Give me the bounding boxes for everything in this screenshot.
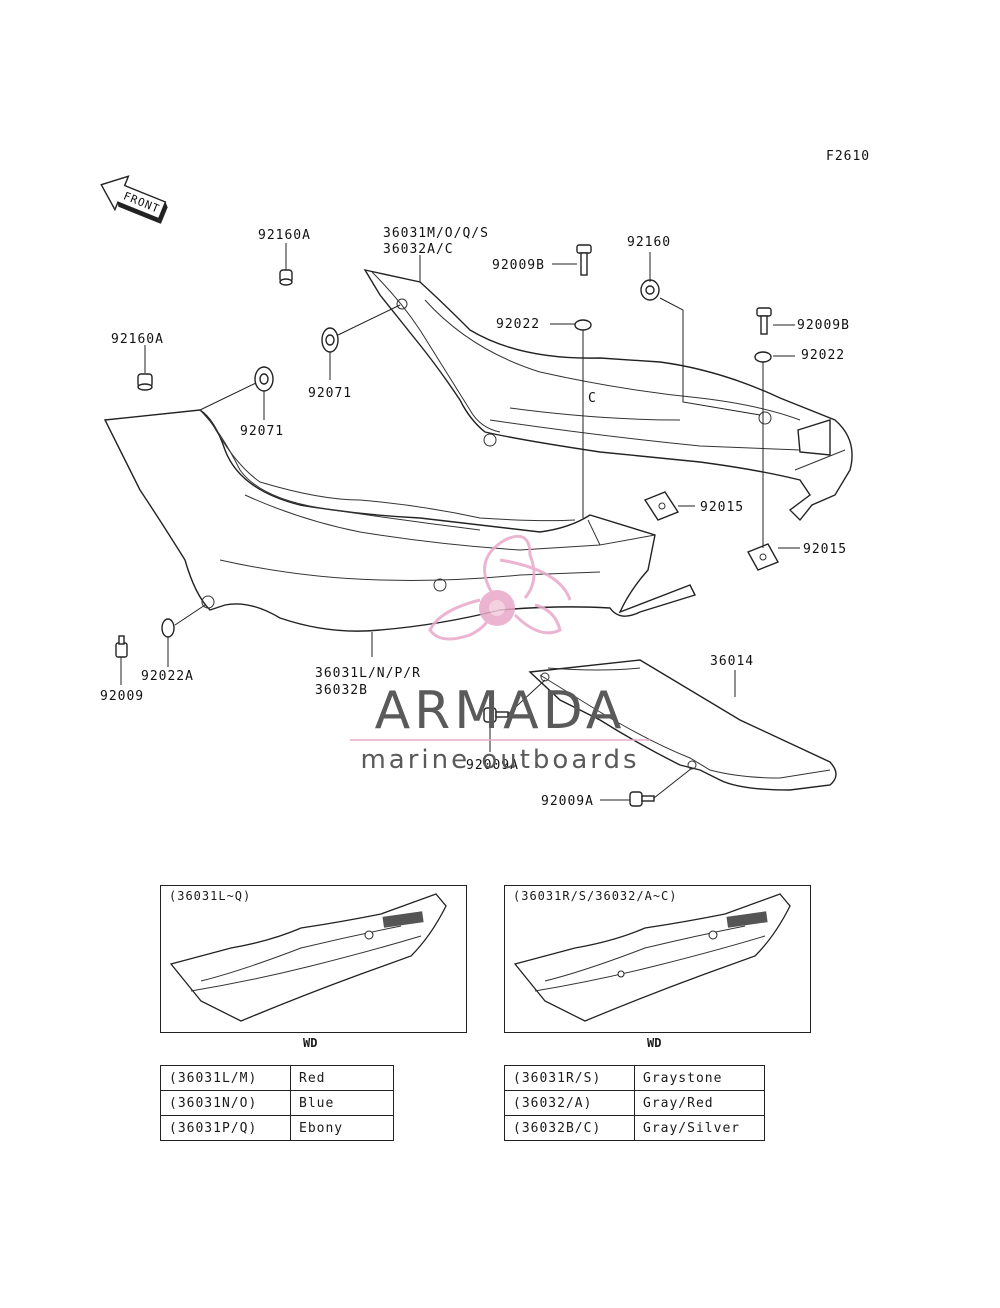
inset-left-region: WD bbox=[303, 1036, 318, 1050]
washer-92022-a bbox=[574, 319, 592, 331]
callout-92022-a: 92022 bbox=[496, 317, 540, 332]
color-cell: Red bbox=[290, 1065, 394, 1091]
callout-36032AC: 36032A/C bbox=[383, 242, 454, 257]
grommet-92160A-left bbox=[137, 373, 153, 391]
inset-right-region: WD bbox=[647, 1036, 662, 1050]
callout-36014: 36014 bbox=[710, 654, 754, 669]
watermark-brand: ARMADA bbox=[375, 681, 626, 741]
color-table-right: (36031R/S) Graystone (36032/A) Gray/Red … bbox=[504, 1065, 765, 1141]
callout-92009: 92009 bbox=[100, 689, 144, 704]
callout-92022-b: 92022 bbox=[801, 348, 845, 363]
callout-36031LNPR: 36031L/N/P/R bbox=[315, 666, 421, 681]
inset-right-caption: (36031R/S/36032/A~C) bbox=[513, 889, 678, 903]
inset-left-cover-drawing bbox=[169, 893, 447, 1022]
callout-92009B-a: 92009B bbox=[492, 258, 545, 273]
callout-92160A-top: 92160A bbox=[258, 228, 311, 243]
callout-92071-a: 92071 bbox=[308, 386, 352, 401]
color-table-left: (36031L/M) Red (36031N/O) Blue (36031P/Q… bbox=[160, 1065, 394, 1141]
callout-92160: 92160 bbox=[627, 235, 671, 250]
side-cover-upper bbox=[363, 268, 853, 522]
bolt-92009A-b bbox=[629, 791, 655, 807]
callout-92160A-left: 92160A bbox=[111, 332, 164, 347]
color-cell: Gray/Silver bbox=[634, 1115, 765, 1141]
callout-92009A-b: 92009A bbox=[541, 794, 594, 809]
color-cell: Gray/Red bbox=[634, 1090, 765, 1116]
front-arrow-icon: FRONT bbox=[100, 175, 168, 224]
callout-92015-b: 92015 bbox=[803, 542, 847, 557]
grommet-92071-a bbox=[321, 327, 339, 353]
part-cell: (36031N/O) bbox=[160, 1090, 291, 1116]
inset-left-caption: (36031L~Q) bbox=[169, 889, 252, 903]
grommet-92071-b bbox=[254, 366, 274, 392]
inset-right: (36031R/S/36032/A~C) bbox=[504, 885, 811, 1033]
watermark-logo-icon bbox=[428, 534, 572, 641]
side-panel-36014 bbox=[528, 659, 837, 791]
washer-92022-b bbox=[754, 351, 772, 363]
table-row: (36032B/C) Gray/Silver bbox=[504, 1115, 765, 1141]
nut-92015-a bbox=[643, 491, 680, 521]
grommet-92160 bbox=[640, 279, 660, 301]
table-row: (36032/A) Gray/Red bbox=[504, 1090, 765, 1116]
part-cell: (36031L/M) bbox=[160, 1065, 291, 1091]
washer-92022A bbox=[161, 618, 175, 638]
bolt-92009 bbox=[115, 635, 128, 658]
table-row: (36031R/S) Graystone bbox=[504, 1065, 765, 1091]
callout-labels: 92160A 36031M/O/Q/S 36032A/C 92160 92009… bbox=[100, 226, 850, 809]
marker-c: C bbox=[588, 391, 597, 406]
callout-92022A: 92022A bbox=[141, 669, 194, 684]
table-row: (36031L/M) Red bbox=[160, 1065, 394, 1091]
bolt-92009B-b bbox=[756, 307, 772, 335]
inset-right-cover-drawing bbox=[513, 893, 791, 1022]
figure-code: F2610 bbox=[826, 149, 870, 164]
part-cell: (36031P/Q) bbox=[160, 1115, 291, 1141]
part-cell: (36031R/S) bbox=[504, 1065, 635, 1091]
color-cell: Ebony bbox=[290, 1115, 394, 1141]
callout-92071-b: 92071 bbox=[240, 424, 284, 439]
bolt-92009B-a bbox=[576, 244, 592, 276]
color-cell: Graystone bbox=[634, 1065, 765, 1091]
grommet-92160A-top bbox=[279, 269, 293, 286]
callout-92015-a: 92015 bbox=[700, 500, 744, 515]
callout-92009A-a: 92009A bbox=[466, 758, 519, 773]
watermark-tagline: marine outboards bbox=[360, 745, 639, 775]
leader-lines bbox=[120, 243, 800, 801]
nut-92015-b bbox=[747, 543, 779, 571]
part-cell: (36032B/C) bbox=[504, 1115, 635, 1141]
callout-92009B-b: 92009B bbox=[797, 318, 850, 333]
part-cell: (36032/A) bbox=[504, 1090, 635, 1116]
table-row: (36031N/O) Blue bbox=[160, 1090, 394, 1116]
color-cell: Blue bbox=[290, 1090, 394, 1116]
table-row: (36031P/Q) Ebony bbox=[160, 1115, 394, 1141]
callout-36031MOQS: 36031M/O/Q/S bbox=[383, 226, 489, 241]
inset-left: (36031L~Q) bbox=[160, 885, 467, 1033]
callout-36032B: 36032B bbox=[315, 683, 368, 698]
